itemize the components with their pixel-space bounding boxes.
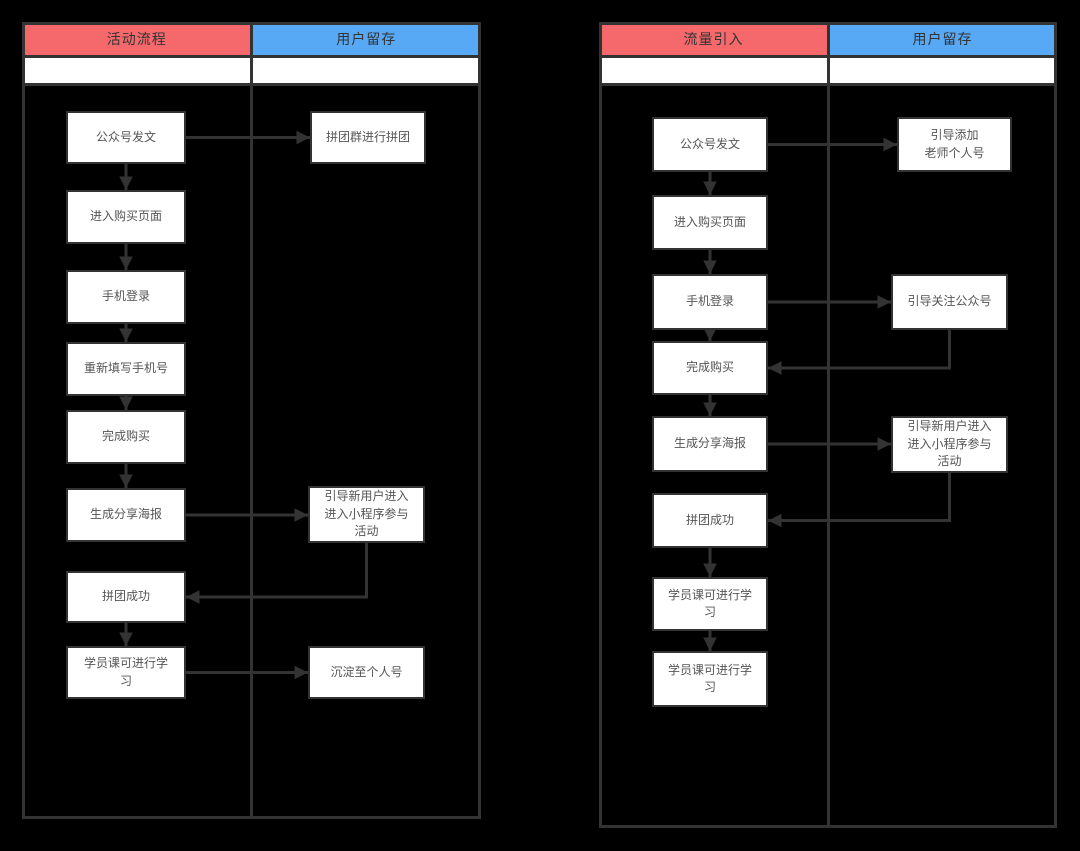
flow-node-s1[interactable]: 引导添加 老师个人号 <box>897 117 1012 172</box>
node-layer: 公众号发文进入购买页面手机登录重新填写手机号完成购买生成分享海报拼团成功学员课可… <box>22 22 481 819</box>
flow-node-m7[interactable]: 学员课可进行学 习 <box>652 577 768 631</box>
flow-node-n7[interactable]: 拼团成功 <box>66 571 186 623</box>
lane-header-user-retention[interactable]: 用户留存 <box>251 22 481 58</box>
flow-node-m3[interactable]: 手机登录 <box>652 274 768 330</box>
flow-node-n4[interactable]: 重新填写手机号 <box>66 342 186 396</box>
lane-header-row: 流量引入 用户留存 <box>599 22 1057 58</box>
swimlane-diagram-traffic-intake: 流量引入 用户留存 公众号发文进入购买页面手机登录完成购买生成分享海报拼团成功学… <box>599 22 1057 828</box>
flow-node-n5[interactable]: 完成购买 <box>66 410 186 464</box>
flow-node-m6[interactable]: 拼团成功 <box>652 493 768 548</box>
flow-node-m5[interactable]: 生成分享海报 <box>652 416 768 472</box>
flow-node-r2[interactable]: 引导新用户进入 进入小程序参与 活动 <box>308 486 425 543</box>
swimlane-diagram-activity-flow: 活动流程 用户留存 公众号发文进入购买页面手机登录重新填写手机号完成购买生成分享… <box>22 22 481 819</box>
flow-node-n2[interactable]: 进入购买页面 <box>66 190 186 244</box>
lane-header-row: 活动流程 用户留存 <box>22 22 481 58</box>
flow-node-n3[interactable]: 手机登录 <box>66 270 186 324</box>
lane-header-user-retention[interactable]: 用户留存 <box>828 22 1057 58</box>
lane-divider <box>250 22 253 816</box>
flow-node-s2[interactable]: 引导关注公众号 <box>891 274 1008 330</box>
flow-node-n8[interactable]: 学员课可进行学 习 <box>66 646 186 699</box>
flow-node-m1[interactable]: 公众号发文 <box>652 117 768 172</box>
flow-node-m4[interactable]: 完成购买 <box>652 341 768 395</box>
lane-divider <box>826 22 830 825</box>
flow-node-n6[interactable]: 生成分享海报 <box>66 488 186 542</box>
flow-node-m8[interactable]: 学员课可进行学 习 <box>652 651 768 707</box>
node-layer: 公众号发文进入购买页面手机登录完成购买生成分享海报拼团成功学员课可进行学 习学员… <box>599 22 1057 828</box>
flow-node-s3[interactable]: 引导新用户进入 进入小程序参与 活动 <box>891 416 1008 473</box>
lane-header-activity-flow[interactable]: 活动流程 <box>22 22 252 58</box>
flow-node-r1[interactable]: 拼团群进行拼团 <box>310 111 426 164</box>
flow-node-n1[interactable]: 公众号发文 <box>66 111 186 164</box>
flow-node-m2[interactable]: 进入购买页面 <box>652 195 768 250</box>
lane-header-traffic-intake[interactable]: 流量引入 <box>599 22 828 58</box>
flow-node-r3[interactable]: 沉淀至个人号 <box>308 646 425 699</box>
